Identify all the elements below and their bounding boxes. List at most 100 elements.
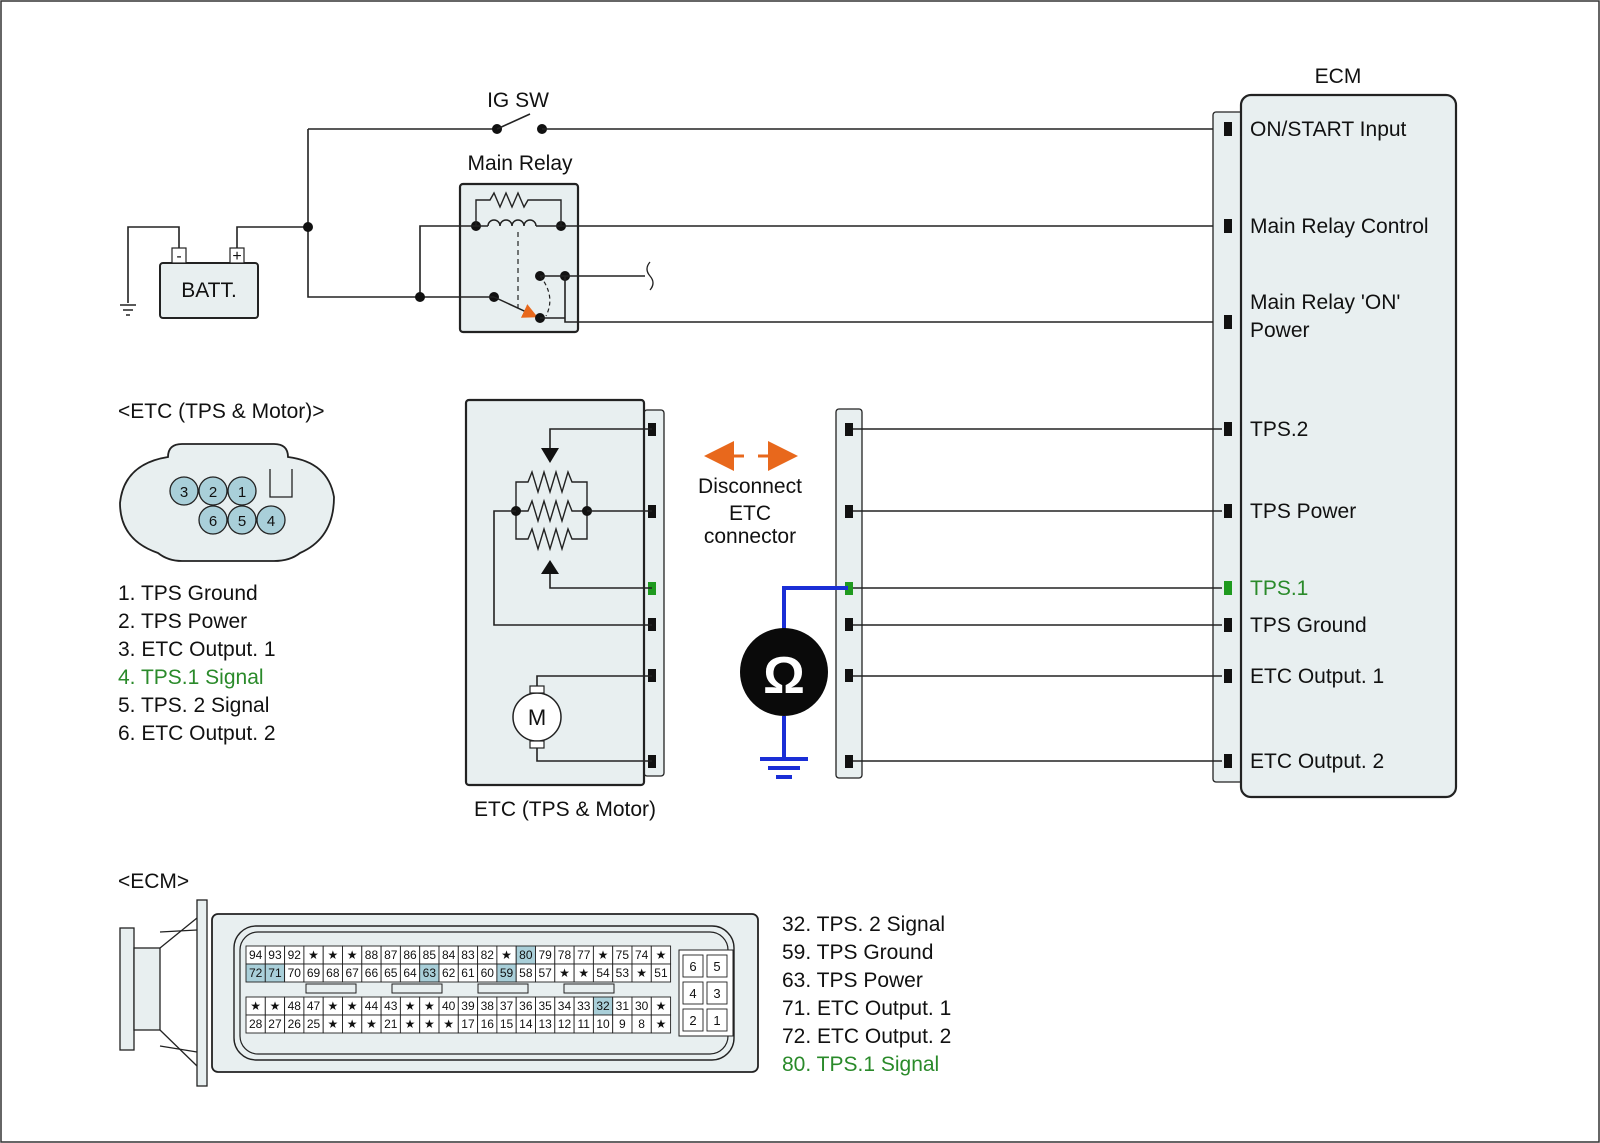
etc-pin-desc: 3. ETC Output. 1 [118, 638, 276, 661]
ecm-cell-label: 58 [519, 966, 533, 980]
ecm-cell-label: 34 [558, 999, 572, 1013]
ecm-cell-label: 78 [558, 948, 572, 962]
ecm-cell-label: 15 [500, 1017, 514, 1031]
ecm-cell-label: 77 [577, 948, 591, 962]
etc-pin-desc: 6. ETC Output. 2 [118, 722, 276, 745]
ground-icon [760, 757, 808, 779]
ecm-cell-label: 10 [596, 1017, 610, 1031]
ecm-cell-label: 63 [423, 966, 437, 980]
etc-pin-desc: 2. TPS Power [118, 610, 247, 633]
harness-pin-tps1-icon [845, 582, 853, 595]
ecm-cell-label: 65 [384, 966, 398, 980]
ecm-cell-label: ★ [636, 966, 647, 980]
ecm-cell-label: 35 [538, 999, 552, 1013]
ecm-side-cell [706, 1008, 728, 1032]
ecm-cell-label: 70 [288, 966, 302, 980]
ecm-cell-label: ★ [424, 1017, 435, 1031]
ecm-terminal-etc-output-2: ETC Output. 2 [1250, 750, 1384, 773]
etc-unit-label: ETC (TPS & Motor) [474, 798, 656, 821]
ecm-terminal-main-relay-on-power-line-1: Main Relay 'ON' [1250, 291, 1400, 314]
ignition-switch: IG SW [308, 89, 549, 134]
ecm-cell-label: 17 [461, 1017, 475, 1031]
ohm-symbol: Ω [763, 647, 805, 705]
etc-face-pin-label: 3 [180, 484, 188, 501]
ecm-side-cell-label: 3 [713, 986, 720, 1001]
harness-connector [835, 408, 863, 779]
ohmmeter: Ω [740, 586, 848, 779]
ecm-pin-etc-output-1-icon [1224, 669, 1232, 683]
ecm-cell-label: ★ [578, 966, 589, 980]
ecm-cell-label: ★ [443, 1017, 454, 1031]
ecm-side-cell [682, 981, 704, 1005]
ecm-cell-label: 82 [481, 948, 495, 962]
ecm-cell-label: 12 [558, 1017, 572, 1031]
ecm-pin-desc: 72. ETC Output. 2 [782, 1025, 951, 1048]
ecm-cell-label: 79 [538, 948, 552, 962]
ecm-pin-main-relay-on-power-icon [1224, 315, 1232, 329]
ecm-cell-label: 59 [500, 966, 514, 980]
etc-face-pin-label: 2 [209, 484, 217, 501]
ecm-cell-label: 54 [596, 966, 610, 980]
ecm-cell-label: ★ [559, 966, 570, 980]
ecm-cell-label: 40 [442, 999, 456, 1013]
etc-face-pin-label: 1 [238, 484, 246, 501]
ecm-cell-label: 38 [481, 999, 495, 1013]
ecm-cell-label: 61 [461, 966, 475, 980]
ecm-cell-label: 92 [288, 948, 302, 962]
disconnect-line-2: ETC [729, 502, 771, 525]
ecm-cell-label: 53 [616, 966, 630, 980]
ecm-cell-label: 74 [635, 948, 649, 962]
ecm-cell-label: 8 [638, 1017, 645, 1031]
ecm-cell-label: ★ [366, 1017, 377, 1031]
ecm-cell-label: 67 [345, 966, 359, 980]
ecm-side-cell [682, 954, 704, 978]
etc-unit: ETC (TPS & Motor) M [464, 398, 665, 821]
ecm-cell-label: 57 [538, 966, 552, 980]
ecm-cell-label: 64 [403, 966, 417, 980]
ecm-pin-desc: 32. TPS. 2 Signal [782, 913, 945, 936]
motor-icon: M [512, 685, 562, 749]
ecm-terminal-tps2: TPS.2 [1250, 418, 1308, 441]
etc-pin-desc: 5. TPS. 2 Signal [118, 694, 269, 717]
ecm-cell-label: 84 [442, 948, 456, 962]
ecm-cell-label: 93 [268, 948, 282, 962]
ecm-cell-label: 11 [578, 1017, 591, 1031]
ecm-cell-label: 30 [635, 999, 649, 1013]
ecm-connector-title: <ECM> [118, 870, 189, 893]
ecm-cell-label: ★ [405, 999, 416, 1013]
battery-positive-terminal: + [232, 248, 241, 265]
etc-face-pin-label: 5 [238, 513, 246, 530]
ecm-cell-label: 88 [365, 948, 379, 962]
main-relay: Main Relay [458, 152, 580, 334]
ecm-cell-label: ★ [656, 948, 667, 962]
chassis-ground-icon [120, 304, 136, 316]
ecm-pin-etc-output-2-icon [1224, 754, 1232, 768]
ecm-pin-on-start-input-icon [1224, 122, 1232, 136]
ecm-cell-label: 69 [307, 966, 321, 980]
battery-negative-terminal: - [176, 248, 181, 265]
disconnect-line-1: Disconnect [698, 475, 802, 498]
disconnect-note: Disconnect ETC connector [698, 441, 802, 548]
ecm-cell-label: 51 [654, 966, 668, 980]
ecm-terminal-on-start-input: ON/START Input [1250, 118, 1407, 141]
ecm-side-cell-label: 1 [713, 1013, 720, 1028]
ecm-cell-label: 48 [288, 999, 302, 1013]
ecm-cell-label: ★ [327, 1017, 338, 1031]
ecm-cell-label: 86 [403, 948, 417, 962]
ecm-cell-label: 36 [519, 999, 533, 1013]
etc-pin-desc: 1. TPS Ground [118, 582, 258, 605]
ecm-cell-label: 33 [577, 999, 591, 1013]
ecm-cell-label: 43 [384, 999, 398, 1013]
ohmmeter-icon [740, 628, 828, 716]
ecm-pin-desc: 59. TPS Ground [782, 941, 933, 964]
ecm-cell-label: 32 [596, 999, 610, 1013]
etc-face-pin-4 [256, 505, 286, 535]
ecm-cell-label: 94 [249, 948, 263, 962]
battery: BATT. - + [159, 247, 259, 319]
ecm-pin-tps-ground-icon [1224, 618, 1232, 632]
etc-pin-desc: 4. TPS.1 Signal [118, 666, 264, 689]
ecm-cell-label: 83 [461, 948, 475, 962]
ecm-cell-label: 39 [461, 999, 475, 1013]
